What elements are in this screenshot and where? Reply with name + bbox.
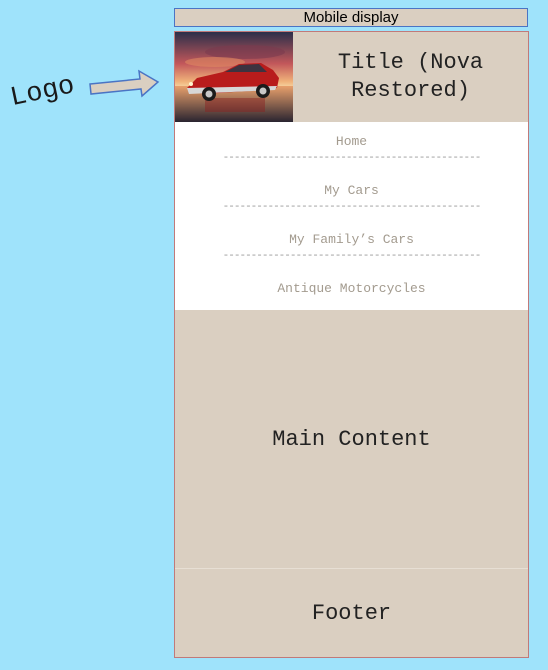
navigation-menu: Home -----------------------------------… xyxy=(175,122,528,310)
mobile-display-banner: Mobile display xyxy=(174,8,528,27)
mobile-frame: Title (Nova Restored) Home -------------… xyxy=(174,31,529,658)
nav-item-my-cars[interactable]: My Cars xyxy=(324,183,379,198)
site-title: Title (Nova Restored) xyxy=(337,50,484,103)
logo-pointer-arrow-icon xyxy=(89,69,160,98)
nav-separator: ----------------------------------------… xyxy=(222,250,482,262)
footer: Footer xyxy=(175,568,528,658)
header: Title (Nova Restored) xyxy=(175,32,528,122)
logo-annotation-label: Logo xyxy=(7,71,78,114)
nav-item-home[interactable]: Home xyxy=(335,134,368,149)
logo-image[interactable] xyxy=(175,32,293,122)
nav-item-antique-motorcycles[interactable]: Antique Motorcycles xyxy=(277,281,426,296)
nav-separator: ----------------------------------------… xyxy=(222,152,482,164)
main-content: Main Content xyxy=(272,426,431,452)
nav-item-family-cars[interactable]: My Family’s Cars xyxy=(289,232,414,247)
nav-separator: ----------------------------------------… xyxy=(222,201,482,213)
